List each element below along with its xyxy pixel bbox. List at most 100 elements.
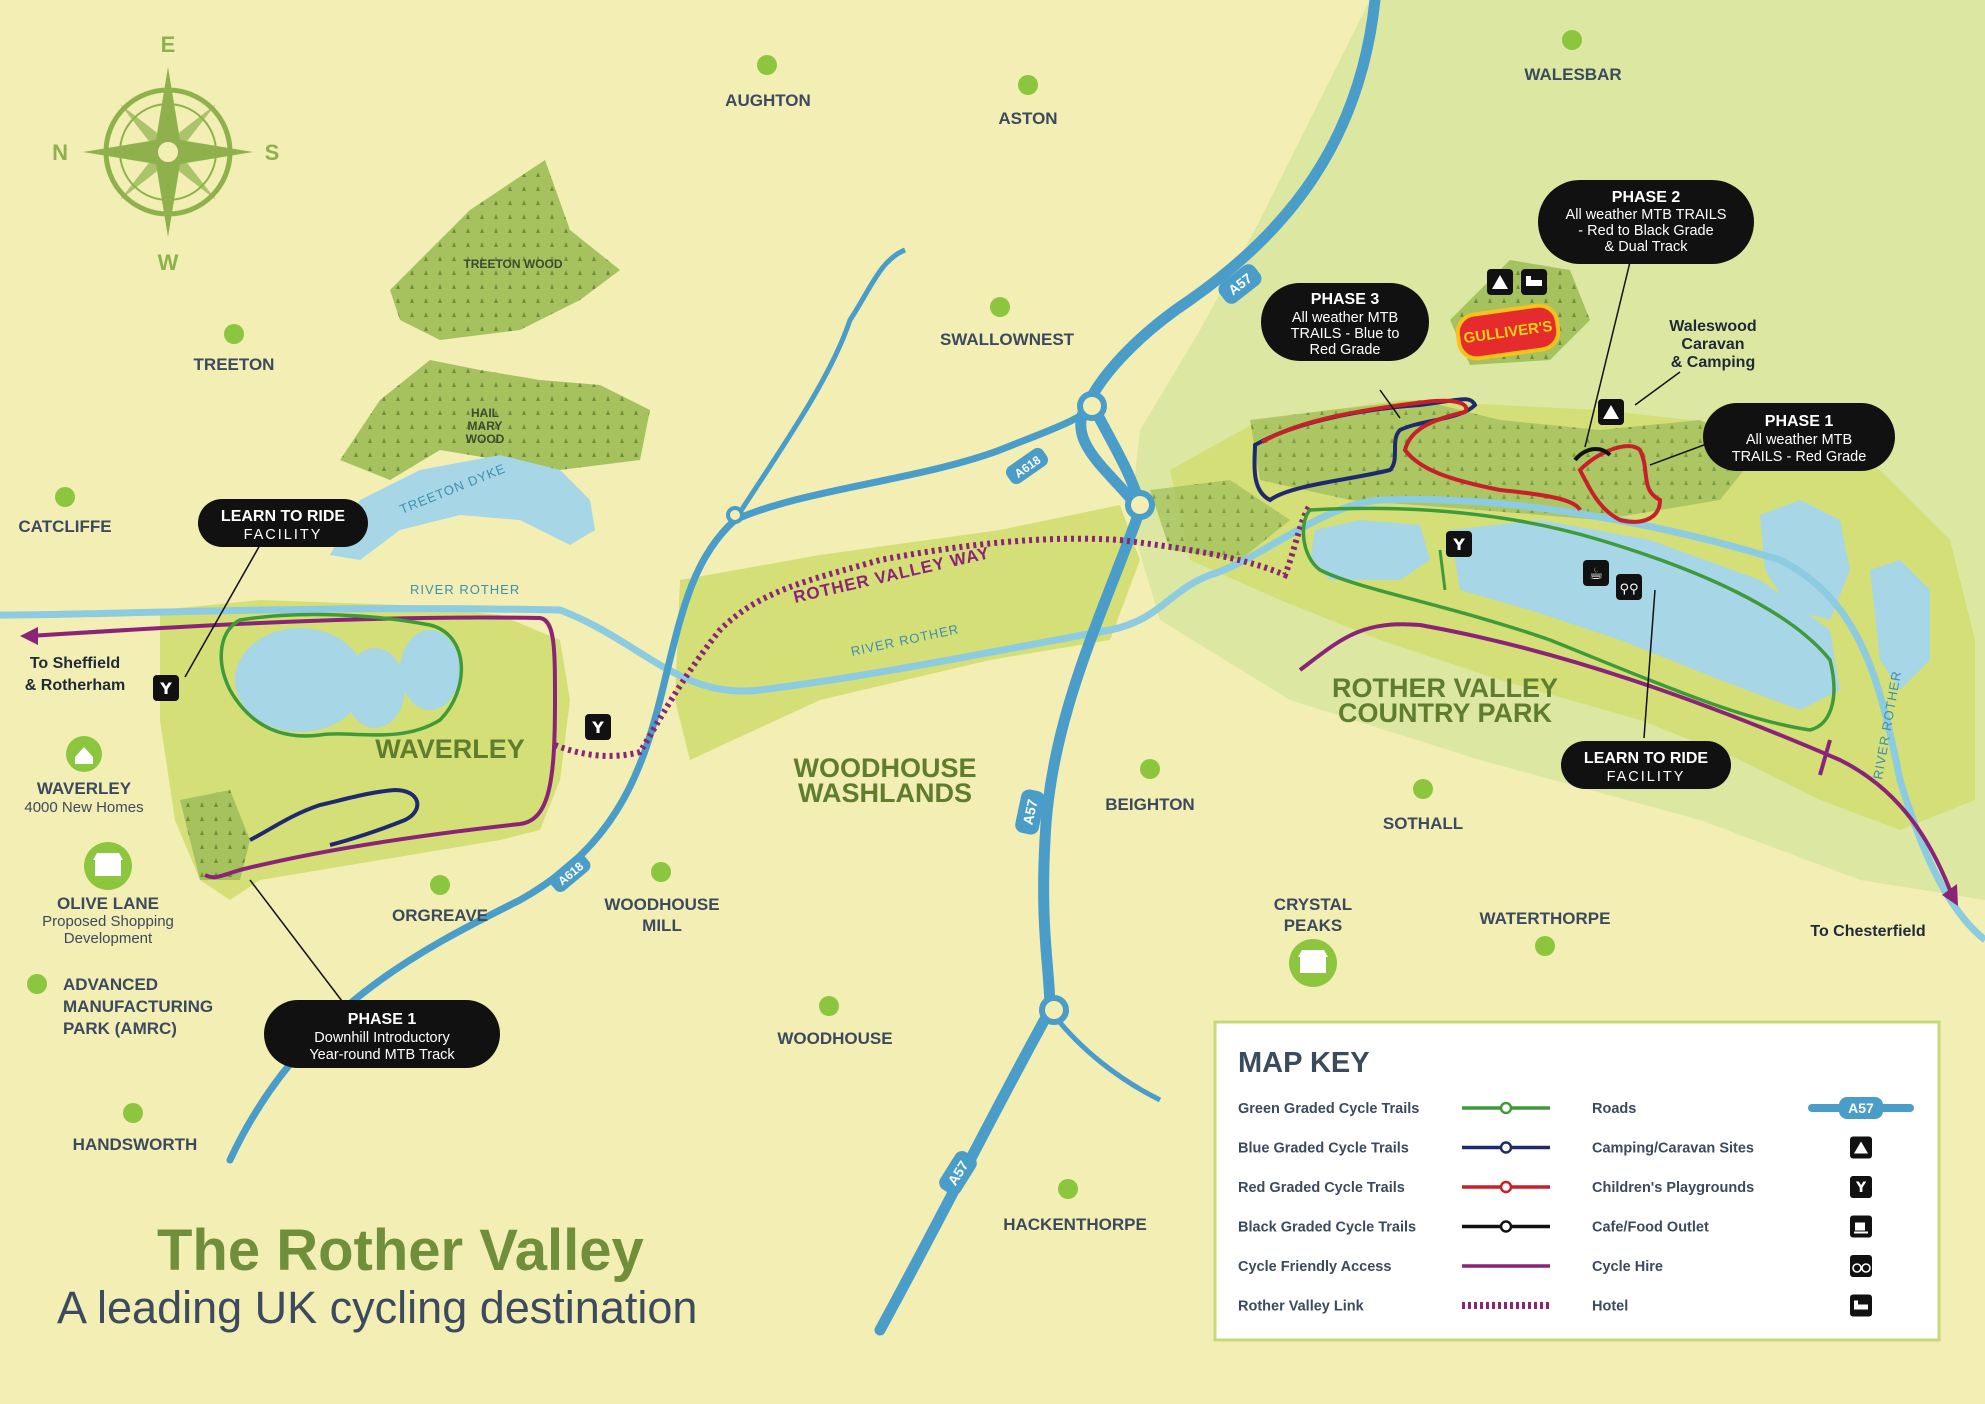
svg-text:N: N — [52, 140, 68, 165]
label-woodhouse-mill-2: MILL — [642, 916, 682, 935]
playground-icon: Y — [1446, 531, 1472, 557]
key-row-cycle-hire: Cycle Hire — [1592, 1255, 1872, 1277]
key-label: Camping/Caravan Sites — [1592, 1141, 1754, 1157]
red-trail-phase3 — [1260, 398, 1582, 512]
svg-text:Y: Y — [1855, 1180, 1867, 1196]
label-amrc-3: PARK (AMRC) — [63, 1019, 177, 1038]
svg-text:W: W — [158, 250, 179, 275]
woodland-strip-mid — [1150, 480, 1290, 560]
svg-text:All weather MTB: All weather MTB — [1292, 310, 1398, 326]
roundabout-a57-north — [1077, 391, 1107, 421]
svg-text:Y: Y — [591, 718, 604, 737]
label-hail-mary-1: HAIL — [471, 406, 499, 420]
label-treeton-wood: TREETON WOOD — [463, 257, 562, 271]
blue-trail-waverley — [249, 787, 420, 847]
label-country-park-1: ROTHER VALLEY — [1332, 673, 1558, 703]
label-country-park-2: COUNTRY PARK — [1338, 698, 1553, 728]
bed-icon — [1850, 1294, 1872, 1317]
a57-road — [874, 0, 1381, 1336]
label-crystal-peaks-1: CRYSTAL — [1274, 895, 1352, 914]
country-park-lake-east-1 — [1760, 500, 1850, 620]
treeton-wood — [390, 160, 620, 340]
svg-text:PHASE 1: PHASE 1 — [1765, 413, 1834, 430]
label-waleswood-2: Caravan — [1681, 336, 1744, 353]
svg-text:All weather MTB TRAILS: All weather MTB TRAILS — [1566, 207, 1727, 223]
key-label: Hotel — [1592, 1299, 1628, 1315]
label-waverley-dev: WAVERLEY — [37, 779, 132, 798]
svg-text:A57: A57 — [1020, 798, 1041, 827]
svg-text:TRAILS - Red Grade: TRAILS - Red Grade — [1732, 449, 1867, 465]
label-crystal-peaks-2: PEAKS — [1284, 916, 1343, 935]
shop-icon — [84, 842, 132, 890]
woodland-strip-left — [180, 790, 250, 880]
label-handsworth: HANDSWORTH — [73, 1135, 198, 1154]
callout-phase1-left: PHASE 1 Downhill Introductory Year-round… — [264, 1000, 500, 1068]
label-waleswood-3: & Camping — [1671, 354, 1755, 371]
key-row-children-s-playgrounds: Children's Playgrounds Y — [1592, 1176, 1872, 1198]
label-amrc-1: ADVANCED — [63, 975, 158, 994]
label-aughton: AUGHTON — [725, 91, 811, 110]
road-hackenthorpe — [1048, 1008, 1162, 1103]
svg-text:PHASE 2: PHASE 2 — [1612, 189, 1681, 206]
label-waleswood-1: Waleswood — [1669, 318, 1756, 335]
map-key-heading: MAP KEY — [1238, 1047, 1370, 1079]
key-label: Children's Playgrounds — [1592, 1180, 1754, 1196]
cycle-access-sheffield-arrow — [20, 627, 38, 645]
tent-icon — [1598, 399, 1624, 425]
svg-text:- Red to Black Grade: - Red to Black Grade — [1578, 223, 1713, 239]
svg-text:TRAILS - Blue to: TRAILS - Blue to — [1291, 326, 1400, 342]
svg-text:All weather MTB: All weather MTB — [1746, 432, 1852, 448]
svg-text:⚲⚲: ⚲⚲ — [1619, 582, 1638, 597]
svg-text:Y: Y — [159, 679, 172, 698]
callout-phase1-right: PHASE 1 All weather MTB TRAILS - Red Gra… — [1703, 403, 1895, 471]
label-waverley-dev-sub: 4000 New Homes — [24, 799, 143, 816]
cycle-access-chesterfield-arrow — [1942, 884, 1958, 906]
svg-text:FACILITY: FACILITY — [244, 527, 323, 543]
label-sothall: SOTHALL — [1383, 814, 1463, 833]
key-swatch-marker — [1499, 1141, 1513, 1154]
cycle-access-east — [1298, 622, 1952, 891]
river-rother — [0, 495, 1985, 943]
place-dots — [27, 30, 1582, 1199]
label-waterthorpe: WATERTHORPE — [1480, 909, 1611, 928]
road-badge-a57-2: A57 — [1015, 789, 1045, 835]
key-row-blue-graded-cycle-trails: Blue Graded Cycle Trails — [1238, 1141, 1550, 1157]
key-road-badge-label: A57 — [1848, 1100, 1874, 1116]
waverley-lake-2 — [345, 648, 405, 728]
svg-text:PHASE 1: PHASE 1 — [348, 1011, 417, 1028]
tent-icon — [1850, 1136, 1872, 1159]
road-a57-icon: A57 — [1808, 1097, 1914, 1119]
label-hail-mary-3: WOOD — [466, 432, 505, 446]
key-row-red-graded-cycle-trails: Red Graded Cycle Trails — [1238, 1180, 1550, 1196]
red-trail-phase1-right — [1577, 444, 1663, 524]
label-to-sheffield-2: & Rotherham — [25, 677, 125, 694]
treeton-dyke-lake — [330, 455, 595, 560]
svg-text:FACILITY: FACILITY — [1607, 769, 1686, 785]
bed-icon — [1521, 269, 1547, 295]
a618-road — [226, 401, 1099, 1164]
key-row-hotel: Hotel — [1592, 1294, 1872, 1317]
svg-text:Year-round MTB Track: Year-round MTB Track — [309, 1047, 455, 1063]
country-park-lake-east-2 — [1870, 560, 1930, 690]
callout-connectors — [184, 261, 1713, 1006]
map-title: The Rother Valley — [157, 1218, 644, 1283]
green-trail-inner — [1438, 549, 1447, 591]
green-trail-waverley — [219, 612, 463, 738]
key-label: Cycle Hire — [1592, 1259, 1663, 1275]
key-swatch-marker — [1499, 1180, 1513, 1194]
playground-icon: Y — [585, 714, 611, 740]
cafe-icon: ☕ — [1583, 560, 1609, 586]
label-olive-lane-sub2: Development — [64, 930, 153, 947]
bicycle-icon: ⚲⚲ — [1616, 574, 1642, 600]
black-trail-phase2 — [1573, 447, 1612, 462]
label-to-chesterfield: To Chesterfield — [1810, 923, 1925, 940]
country-park-lake-west — [1310, 520, 1430, 580]
map-subtitle: A leading UK cycling destination — [57, 1282, 697, 1333]
svg-text:☕: ☕ — [1589, 564, 1603, 583]
roundabout-a57-mid — [1125, 490, 1155, 520]
label-aston: ASTON — [998, 109, 1057, 128]
label-woodhouse-mill-1: WOODHOUSE — [604, 895, 719, 914]
svg-text:LEARN TO RIDE: LEARN TO RIDE — [221, 508, 345, 525]
